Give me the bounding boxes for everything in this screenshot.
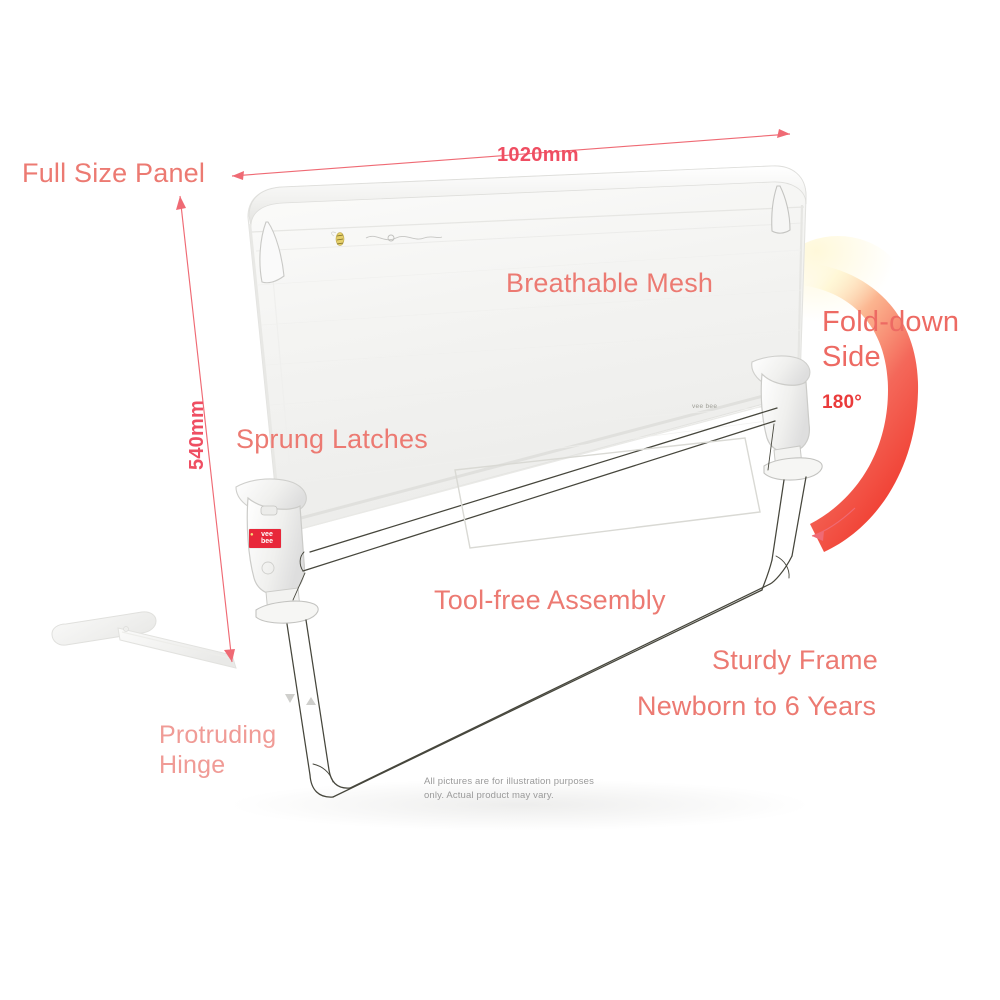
right-latch-body (760, 372, 811, 453)
panel-left-binding (248, 223, 282, 520)
callout-sprung-latches: Sprung Latches (236, 424, 428, 454)
panel-vee-bee-logo: vee bee (692, 403, 718, 410)
mesh-panel-assembly (247, 165, 807, 534)
callout-breathable-mesh: Breathable Mesh (506, 268, 714, 298)
alignment-markers (285, 694, 316, 705)
latch-adjustment-knob (255, 600, 319, 624)
callout-sturdy-frame: Sturdy Frame (712, 645, 878, 675)
callout-full-size-panel: Full Size Panel (22, 158, 206, 188)
hinge-cross-bar (51, 611, 157, 646)
callout-age-range: Newborn to 6 Years (637, 691, 877, 721)
bee-glyph-icon: ● (250, 532, 254, 538)
panel-right-binding (796, 204, 804, 386)
hinge-arm (117, 627, 237, 669)
left-sprung-latch-assembly (235, 478, 319, 624)
height-dimension-line (179, 195, 233, 663)
panel-top-rail (248, 165, 807, 227)
disclaimer-text: All pictures are for illustration purpos… (424, 776, 594, 802)
ground-shadow (230, 779, 810, 831)
right-latch-knob (763, 457, 823, 481)
badge-line-1: vee (261, 531, 273, 538)
dimension-label-width: 1020mm (497, 144, 579, 166)
callout-fold-down-side: Fold-down Side (822, 306, 960, 374)
width-dimension-line (231, 133, 791, 177)
mesh-weave-texture (257, 249, 802, 486)
protruding-hinge-part (51, 611, 237, 669)
sturdy-tube-frame (286, 407, 807, 798)
panel-corner-cutout-right (771, 185, 791, 234)
right-sprung-latch-assembly (751, 355, 823, 481)
callout-fold-angle: 180° (822, 392, 863, 413)
callout-protruding-hinge: Protruding Hinge (159, 721, 277, 779)
callout-tool-free-assembly: Tool-free Assembly (434, 585, 666, 615)
rear-brace-faint (454, 437, 761, 549)
bee-embroidery (331, 231, 443, 246)
vee-bee-badge-logo: ● vee bee (249, 529, 281, 548)
dimension-label-height: 540mm (186, 400, 208, 470)
breathable-mesh-fabric (247, 165, 807, 532)
dimension-lines (176, 129, 856, 663)
panel-corner-cutout-left (259, 221, 285, 284)
badge-line-2: bee (260, 538, 274, 546)
